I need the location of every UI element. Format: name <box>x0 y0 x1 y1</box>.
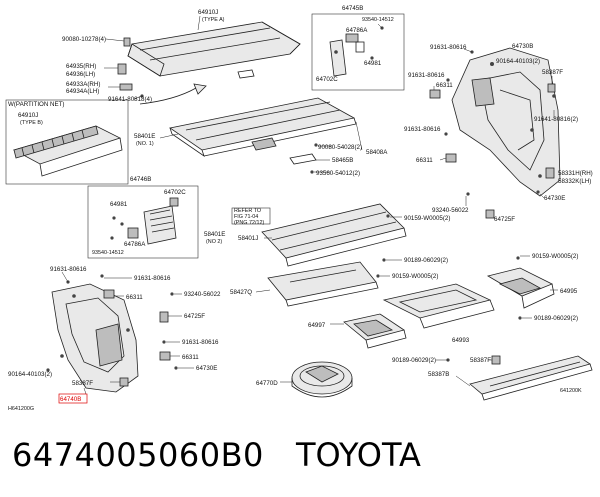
parts-box-64745b <box>311 13 405 91</box>
label-64702c-top: 64702C <box>316 76 338 83</box>
storage-tray <box>267 261 379 307</box>
label-66311-b: 66311 <box>416 157 433 164</box>
label-93240-56022-l: 93240-56022 <box>184 291 221 298</box>
label-91631-left3: 91631-80616 <box>182 339 219 346</box>
refer-box <box>231 207 271 225</box>
label-no2: (NO 2) <box>206 239 222 245</box>
label-91631-left1: 91631-80616 <box>50 266 87 273</box>
label-58387f-c: 58387F <box>470 357 491 364</box>
label-64910j-a: 64910J <box>198 9 218 16</box>
label-90159-b: 90159-W0005(2) <box>392 273 438 280</box>
label-fig: FIG 71-04 <box>234 214 258 220</box>
label-64935: 64935(RH) <box>66 63 96 70</box>
label-93540-top: 93540-14512 <box>362 17 394 23</box>
label-type-a: (TYPE A) <box>202 17 225 23</box>
label-91641-80816: 91641-80816(2) <box>534 116 578 123</box>
label-90189-c: 90189-06029(2) <box>392 357 436 364</box>
label-58387f-a: 58387F <box>542 69 563 76</box>
partition-net-box <box>5 99 129 185</box>
label-91631-80616-c: 91631-80616 <box>404 126 441 133</box>
label-64702c-mid: 64702C <box>164 189 186 196</box>
label-refer: REFER TO <box>234 208 261 214</box>
label-93240-56022-r: 93240-56022 <box>432 207 469 214</box>
label-58401e-1: 58401E <box>134 133 155 140</box>
label-58401e-2: 58401E <box>204 231 225 238</box>
highlight-box <box>58 393 88 404</box>
label-64746b: 64746B <box>130 176 151 183</box>
label-90164-40103-b: 90164-40103(2) <box>8 371 52 378</box>
label-partition-net: W(PARTITION NET) <box>8 101 64 108</box>
partition-net <box>12 125 123 177</box>
label-64725f-r: 64725F <box>494 216 515 223</box>
tonneau-cover-type-a <box>127 21 301 79</box>
label-64997: 64997 <box>308 322 326 329</box>
label-90164-40103-a: 90164-40103(2) <box>496 58 540 65</box>
label-91631-80616-a: 91631-80616 <box>430 44 467 51</box>
label-58332k: 58332K(LH) <box>558 178 591 185</box>
label-64910j-b: 64910J <box>18 112 38 119</box>
label-641200k: 641200K <box>560 388 582 394</box>
label-no1: (NO. 1) <box>136 141 154 147</box>
label-64934a: 64934A(LH) <box>66 88 99 95</box>
label-64730b: 64730B <box>512 43 533 50</box>
label-90189-b: 90189-06029(2) <box>534 315 578 322</box>
label-58387f-b: 58387F <box>72 380 93 387</box>
label-64730e-r: 64730E <box>544 195 565 202</box>
cover-panel-mid <box>110 197 179 245</box>
deck-board-no1 <box>168 97 357 158</box>
label-90159-c: 90159-W0005(2) <box>532 253 578 260</box>
label-h641200g: H641200G <box>8 406 34 412</box>
label-64786a-top: 64786A <box>346 27 368 34</box>
parts-box-64746b <box>87 185 199 259</box>
label-type-b: (TYPE B) <box>20 120 43 126</box>
label-93560-54012: 93560-54012(2) <box>316 170 360 177</box>
label-93540-mid: 93540-14512 <box>92 250 124 256</box>
label-66311-left2: 66311 <box>182 354 199 361</box>
cover-panel-top <box>329 26 384 77</box>
label-58331h: 58331H(RH) <box>558 170 593 177</box>
deck-board-no2 <box>261 203 407 267</box>
label-58427q: 58427Q <box>230 289 252 296</box>
label-90080-10278: 90080-10278(4) <box>62 36 106 43</box>
label-91631-left2: 91631-80616 <box>134 275 171 282</box>
sill-plate <box>469 355 593 401</box>
part-number: 6474005060B0 <box>12 436 264 474</box>
label-64981-top: 64981 <box>364 60 382 67</box>
label-64933a: 64933A(RH) <box>66 81 100 88</box>
label-64995: 64995 <box>560 288 578 295</box>
label-64786a-mid: 64786A <box>124 241 146 248</box>
spare-tire-tray <box>291 361 353 398</box>
label-png: (PNG 72/12) <box>234 220 264 226</box>
deck-tray-64995 <box>486 267 555 309</box>
label-64730e-l: 64730E <box>196 365 217 372</box>
label-90080-54028: 90080-54028(2) <box>318 144 362 151</box>
label-58408a: 58408A <box>366 149 388 156</box>
label-58401j: 58401J <box>238 235 258 242</box>
label-64981-mid: 64981 <box>110 201 128 208</box>
label-64725f-l: 64725F <box>184 313 205 320</box>
label-64993: 64993 <box>452 337 470 344</box>
deck-tray-64993 <box>382 283 495 329</box>
footer: 6474005060B0 TOYOTA <box>12 436 592 492</box>
label-58387b: 58387B <box>428 371 449 378</box>
label-90189-a: 90189-06029(2) <box>404 257 448 264</box>
label-91631-80616-b: 91631-80616 <box>408 72 445 79</box>
exploded-parts-diagram: 64910J (TYPE A) 90080-10278(4) 64935(RH)… <box>5 5 593 412</box>
label-64936: 64936(LH) <box>66 71 95 78</box>
brand-name: TOYOTA <box>296 436 421 474</box>
label-64770d: 64770D <box>256 380 278 387</box>
quarter-trim-right <box>451 47 561 197</box>
label-58465b: 58465B <box>332 157 353 164</box>
label-66311-left: 66311 <box>126 294 143 301</box>
label-91641-80818: 91641-80818(4) <box>108 96 152 103</box>
tray-64997 <box>343 313 407 349</box>
label-90159-a: 90159-W0005(2) <box>404 215 450 222</box>
label-64740b-highlighted: 64740B <box>60 396 81 403</box>
label-66311-a: 66311 <box>436 82 453 89</box>
quarter-trim-left <box>51 283 139 393</box>
label-64745b: 64745B <box>342 5 363 12</box>
